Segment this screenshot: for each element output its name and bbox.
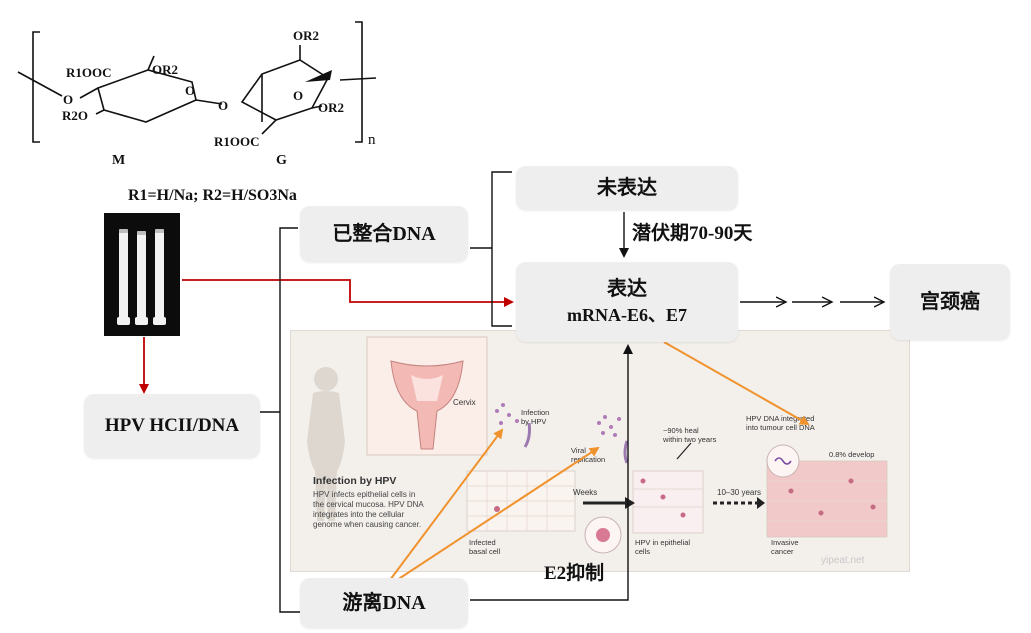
female-silhouette-icon <box>307 367 345 521</box>
label-g: G <box>276 153 287 168</box>
atom-o-left: O <box>63 92 73 107</box>
right-brace <box>470 171 512 327</box>
left-brace <box>260 227 300 613</box>
atom-r1ooc-g: R1OOC <box>214 134 260 149</box>
integrated-dna-box: 已整合DNA <box>300 206 468 262</box>
atom-o-bridge: O <box>218 98 228 113</box>
free-dna-box: 游离DNA <box>300 578 468 628</box>
not-expressed-box: 未表达 <box>516 166 738 210</box>
substituents-formula: R1=H/Na; R2=H/SO3Na <box>128 187 297 204</box>
svg-text:Cervix: Cervix <box>453 398 476 407</box>
expressed-label: 表达 <box>607 278 647 301</box>
latency-label: 潜伏期70-90天 <box>632 223 753 244</box>
hpv-hcii-dna-box: HPV HCII/DNA <box>84 394 260 458</box>
svg-text:HPV infects epithelial cells i: HPV infects epithelial cells in the cerv… <box>313 490 426 529</box>
atom-r2o-m: R2O <box>62 108 88 123</box>
cervical-cancer-box: 宫颈癌 <box>890 264 1010 340</box>
alginate-structure: OR2 OR2 R1OOC R2O O O O O OR2 R1OOC M G … <box>17 21 377 168</box>
svg-text:10–30 years: 10–30 years <box>717 488 761 497</box>
applicator-photo <box>104 213 180 336</box>
expressed-box: 表达 mRNA-E6、E7 <box>516 262 738 342</box>
label-m: M <box>112 153 125 168</box>
label-n: n <box>368 132 376 148</box>
red-arrow-to-expression <box>182 279 514 307</box>
atom-or2-top: OR2 <box>293 28 319 43</box>
atom-or2-m: OR2 <box>152 62 178 77</box>
atom-o-ring-g: O <box>293 88 303 103</box>
atom-or2-g: OR2 <box>318 100 344 115</box>
svg-text:Infection by HPV: Infection by HPV <box>313 475 396 487</box>
e2-inhibition-label: E2抑制 <box>544 563 605 584</box>
atom-o-ring-m: O <box>185 83 195 98</box>
svg-text:yipeat.net: yipeat.net <box>821 555 865 566</box>
free-dna-feedback-arrow <box>470 344 633 601</box>
mrna-label: mRNA-E6、E7 <box>567 305 687 326</box>
svg-text:Weeks: Weeks <box>573 488 597 497</box>
atom-r1ooc-m: R1OOC <box>66 65 112 80</box>
